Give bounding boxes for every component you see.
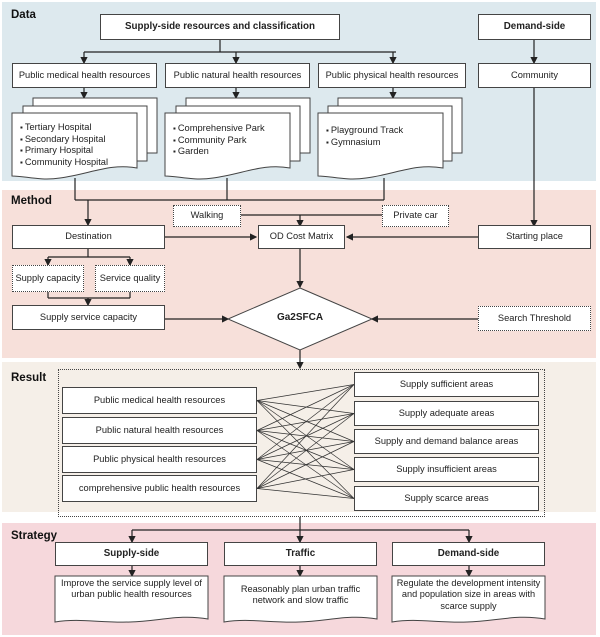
mesh-line bbox=[256, 400, 355, 442]
result-frame bbox=[58, 369, 545, 517]
od-cost-matrix-box: OD Cost Matrix bbox=[258, 225, 345, 249]
strategy-traffic-title: Traffic bbox=[224, 542, 377, 566]
supply-side-title-box: Supply-side resources and classification bbox=[100, 14, 340, 40]
section-label-result: Result bbox=[11, 372, 47, 384]
service-quality-box: Service quality bbox=[95, 265, 165, 292]
result-resource-box: Public physical health resources bbox=[62, 446, 257, 473]
section-label-data: Data bbox=[11, 9, 36, 21]
natural-items-list: Comprehensive Park Community Park Garden bbox=[173, 123, 265, 158]
private-car-box: Private car bbox=[382, 205, 449, 227]
result-area-box: Supply sufficient areas bbox=[354, 372, 539, 397]
mesh-line bbox=[256, 469, 355, 489]
result-resource-box: Public natural health resources bbox=[62, 417, 257, 444]
strategy-traffic-text: Reasonably plan urban traffic network an… bbox=[240, 584, 361, 606]
strategy-doc-traffic bbox=[223, 575, 378, 623]
strategy-supply-side-text: Improve the service supply level of urba… bbox=[61, 578, 202, 600]
strategy-demand-side-title: Demand-side bbox=[392, 542, 545, 566]
list-item: Tertiary Hospital bbox=[20, 122, 108, 134]
walking-box: Walking bbox=[173, 205, 241, 227]
mesh-line bbox=[256, 384, 355, 489]
strategy-demand-side-text: Regulate the development intensity and p… bbox=[396, 578, 541, 611]
list-item: Gymnasium bbox=[326, 137, 403, 149]
mesh-line bbox=[256, 441, 355, 460]
supply-service-capacity-box: Supply service capacity bbox=[12, 305, 165, 330]
list-item: Garden bbox=[173, 146, 265, 158]
result-area-box: Supply and demand balance areas bbox=[354, 429, 539, 454]
section-label-method: Method bbox=[11, 195, 52, 207]
search-threshold-box: Search Threshold bbox=[478, 306, 591, 331]
category-medical-box: Public medical health resources bbox=[12, 63, 157, 88]
mesh-line bbox=[256, 400, 355, 470]
mesh-line bbox=[256, 400, 355, 499]
mesh-line bbox=[256, 488, 355, 499]
strategy-doc-demand bbox=[391, 575, 546, 623]
result-area-box: Supply insufficient areas bbox=[354, 457, 539, 482]
list-item: Playground Track bbox=[326, 125, 403, 137]
result-mesh-lines bbox=[256, 384, 355, 499]
document-stacks bbox=[11, 97, 546, 623]
physical-items-list: Playground Track Gymnasium bbox=[326, 125, 403, 148]
mesh-line bbox=[256, 413, 355, 489]
supply-capacity-box: Supply capacity bbox=[12, 265, 84, 292]
list-item: Community Park bbox=[173, 135, 265, 147]
result-area-box: Supply adequate areas bbox=[354, 401, 539, 426]
mesh-line bbox=[256, 384, 355, 431]
starting-place-box: Starting place bbox=[478, 225, 591, 249]
category-physical-box: Public physical health resources bbox=[318, 63, 466, 88]
strategy-doc-supply bbox=[54, 575, 209, 623]
mesh-line bbox=[256, 384, 355, 460]
mesh-line bbox=[256, 430, 355, 470]
medical-items-list: Tertiary Hospital Secondary Hospital Pri… bbox=[20, 122, 108, 168]
list-item: Secondary Hospital bbox=[20, 134, 108, 146]
category-natural-box: Public natural health resources bbox=[165, 63, 310, 88]
result-area-box: Supply scarce areas bbox=[354, 486, 539, 511]
list-item: Comprehensive Park bbox=[173, 123, 265, 135]
ga2sfca-label: Ga2SFCA bbox=[276, 312, 324, 323]
section-label-strategy: Strategy bbox=[11, 530, 58, 542]
mesh-line bbox=[256, 441, 355, 489]
list-item: Community Hospital bbox=[20, 157, 108, 169]
mesh-line bbox=[256, 459, 355, 470]
mesh-line bbox=[256, 384, 355, 401]
list-item: Primary Hospital bbox=[20, 145, 108, 157]
strategy-supply-side-title: Supply-side bbox=[55, 542, 208, 566]
mesh-line bbox=[256, 400, 355, 414]
demand-side-title-box: Demand-side bbox=[478, 14, 591, 40]
destination-box: Destination bbox=[12, 225, 165, 249]
result-resource-box: Public medical health resources bbox=[62, 387, 257, 414]
ga2sfca-diamond bbox=[226, 287, 374, 351]
community-box: Community bbox=[478, 63, 591, 88]
result-resource-box: comprehensive public health resources bbox=[62, 475, 257, 502]
